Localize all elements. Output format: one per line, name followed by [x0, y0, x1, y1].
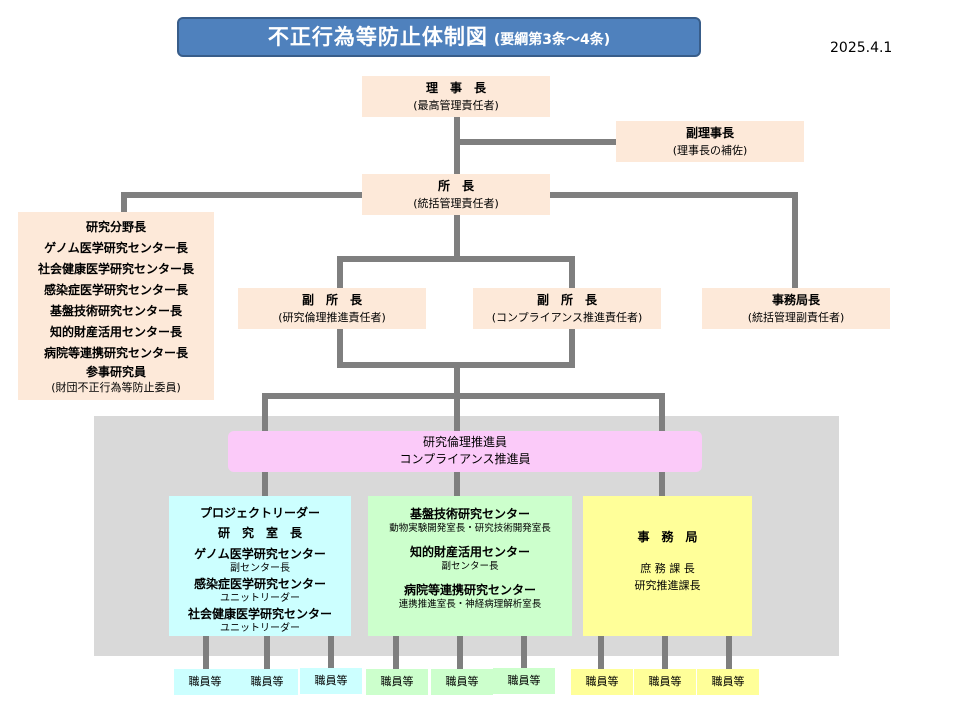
connector-left-into-group: [262, 393, 268, 431]
title-subtitle: (要綱第3条〜4条): [493, 32, 611, 48]
research-head-item: 社会健康医学研究センター長: [37, 262, 194, 276]
panel-research-leaders: プロジェクトリーダー 研 究 室 長 ゲノム医学研究センター 副センター長 感染…: [169, 496, 351, 636]
research-line: 研 究 室 長: [217, 526, 302, 540]
staff-connector: [662, 636, 668, 669]
vice-chairman-role: (理事長の補佐): [672, 144, 748, 157]
research-head-item: 感染症医学研究センター長: [43, 283, 188, 297]
staff-box: 職員等: [431, 669, 493, 695]
promoter-ethics: 研究倫理推進員: [422, 435, 507, 449]
center-sub: 副センター長: [441, 561, 499, 572]
staff-connector: [264, 636, 270, 669]
staff-box: 職員等: [634, 669, 696, 695]
secretariat-head-title: 事務局長: [771, 293, 820, 307]
research-head-item: 基盤技術研究センター長: [49, 304, 182, 318]
center-sub: 動物実験開発室長・研究技術開発室長: [389, 523, 551, 534]
office-title: 事 務 局: [637, 530, 698, 544]
research-line: 社会健康医学研究センター: [187, 607, 332, 621]
date-label: 2025.4.1: [830, 40, 893, 56]
staff-connector: [598, 636, 604, 669]
research-head-item: 病院等連携研究センター長: [43, 346, 188, 360]
connector-left-drop: [121, 192, 127, 212]
research-line: プロジェクトリーダー: [199, 506, 320, 520]
node-deputy-compliance: 副 所 長 (コンプライアンス推進責任者): [473, 288, 661, 329]
center-line: 病院等連携研究センター: [403, 583, 536, 597]
connector-chairman-director: [454, 117, 460, 174]
office-line: 庶 務 課 長: [640, 562, 695, 575]
director-title: 所 長: [437, 179, 474, 193]
deputy-ethics-title: 副 所 長: [301, 293, 362, 307]
promoter-compliance: コンプライアンス推進員: [399, 452, 531, 466]
node-research-heads: 研究分野長 ゲノム医学研究センター長 社会健康医学研究センター長 感染症医学研究…: [18, 212, 214, 400]
staff-connector: [203, 636, 209, 669]
staff-box: 職員等: [236, 669, 298, 695]
research-head-item: ゲノム医学研究センター長: [44, 241, 188, 255]
connector-join-down: [454, 362, 460, 397]
connector-deputy-right-rise: [569, 329, 575, 366]
node-deputy-ethics: 副 所 長 (研究倫理推進責任者): [238, 288, 426, 329]
research-heads-note: (財団不正行為等防止委員): [51, 381, 181, 394]
connector-deputies-horizontal: [337, 256, 575, 262]
panel-office: 事 務 局 庶 務 課 長 研究推進課長: [583, 496, 752, 636]
connector-deputy-left-drop: [337, 256, 343, 288]
staff-connector: [393, 636, 399, 669]
connector-director-down: [454, 214, 460, 260]
node-vice-chairman: 副理事長 (理事長の補佐): [616, 121, 804, 162]
center-sub: 連携推進室長・神経病理解析室長: [398, 599, 542, 610]
connector-right-to-panel: [659, 472, 665, 496]
page-title: 不正行為等防止体制図 (要綱第3条〜4条): [177, 17, 701, 57]
director-role: (統括管理責任者): [413, 197, 499, 210]
research-sub: 副センター長: [230, 563, 290, 574]
staff-box: 職員等: [366, 669, 428, 695]
center-line: 知的財産活用センター: [409, 545, 530, 559]
center-line: 基盤技術研究センター: [409, 507, 530, 521]
research-head-item: 知的財産活用センター長: [49, 325, 182, 339]
staff-connector: [726, 636, 732, 669]
chairman-title: 理 事 長: [425, 81, 486, 95]
staff-box: 職員等: [300, 668, 362, 694]
research-line: ゲノム医学研究センター: [194, 547, 326, 561]
research-head-item: 研究分野長: [85, 220, 146, 234]
research-head-item: 参事研究員: [85, 365, 146, 379]
node-chairman: 理 事 長 (最高管理責任者): [362, 76, 550, 117]
connector-center-into-group: [454, 393, 460, 431]
title-text: 不正行為等防止体制図: [267, 25, 488, 49]
staff-connector: [328, 636, 334, 669]
connector-vice-chairman: [457, 139, 616, 145]
node-director: 所 長 (統括管理責任者): [362, 174, 550, 215]
connector-deputy-left-rise: [337, 329, 343, 366]
node-secretariat-head: 事務局長 (統括管理副責任者): [702, 288, 890, 329]
research-line: 感染症医学研究センター: [193, 577, 326, 591]
node-promoters: 研究倫理推進員 コンプライアンス推進員: [228, 431, 702, 472]
deputy-compliance-title: 副 所 長: [536, 293, 597, 307]
connector-lower-horizontal: [262, 393, 665, 399]
staff-box: 職員等: [571, 669, 633, 695]
connector-deputy-right-drop: [569, 256, 575, 288]
connector-right-drop: [792, 192, 798, 288]
connector-left-to-panel: [262, 472, 268, 496]
office-line: 研究推進課長: [634, 579, 701, 592]
staff-box: 職員等: [493, 668, 555, 694]
staff-connector: [457, 636, 463, 669]
panel-centers: 基盤技術研究センター 動物実験開発室長・研究技術開発室長 知的財産活用センター …: [368, 496, 572, 636]
secretariat-head-role: (統括管理副責任者): [747, 311, 845, 324]
deputy-compliance-role: (コンプライアンス推進責任者): [491, 311, 643, 324]
connector-right-into-group: [659, 393, 665, 431]
staff-box: 職員等: [697, 669, 759, 695]
chairman-role: (最高管理責任者): [413, 99, 499, 112]
research-sub: ユニットリーダー: [220, 623, 300, 634]
staff-box: 職員等: [174, 669, 236, 695]
deputy-ethics-role: (研究倫理推進責任者): [278, 311, 386, 324]
staff-connector: [521, 636, 527, 669]
connector-center-to-panel: [454, 472, 460, 496]
research-sub: ユニットリーダー: [220, 593, 300, 604]
vice-chairman-title: 副理事長: [685, 126, 734, 140]
